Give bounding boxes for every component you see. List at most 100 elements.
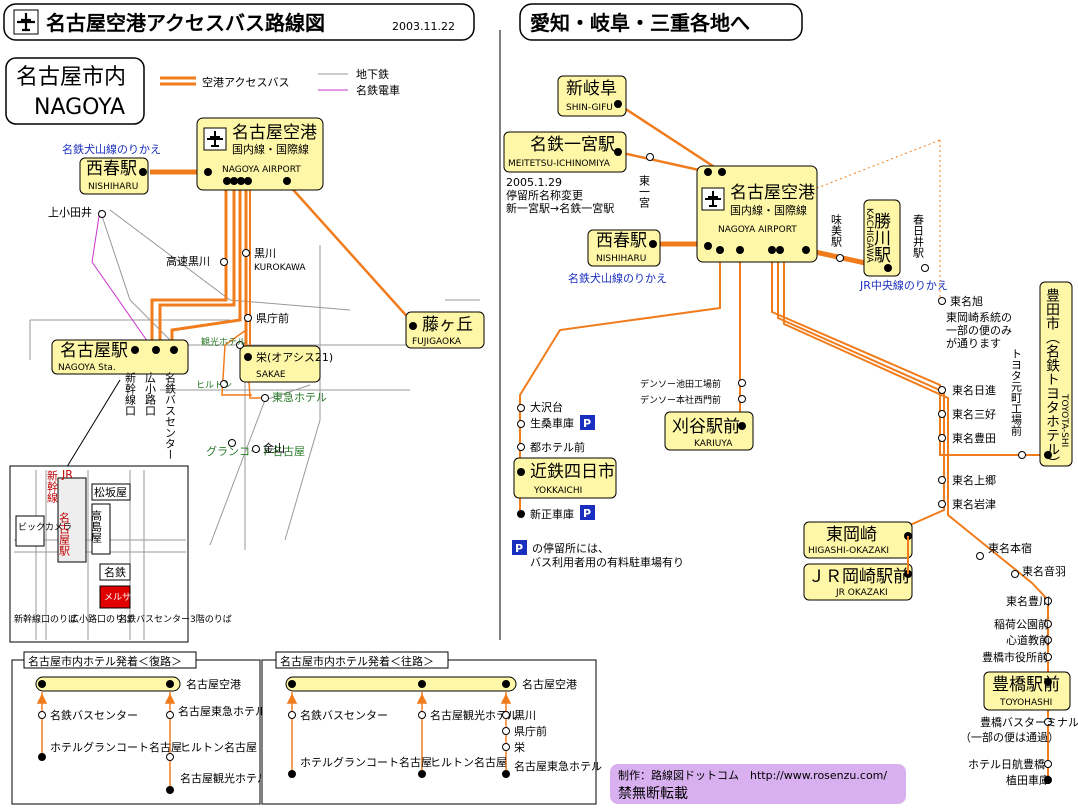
left-shinkansen: 新幹線口 [124,371,137,416]
left-fujigaoka-jp: 藤ヶ丘 [422,315,473,335]
inset-label3: 名鉄バスセンター3階のりば [118,613,232,625]
right-airport-sub: 国内線・国際線 [730,203,807,217]
right-jrokazaki-box[interactable] [803,563,913,601]
legend-bus: 空港アクセスバス [202,75,289,89]
right-toyohashi-jp: 豊橋駅前 [992,675,1060,695]
left-fujigaoka-en: FUJIGAOKA [412,337,462,347]
meitetsu-line [91,209,151,346]
right-kariya-en: KARIUYA [694,439,733,449]
right-yokkaichi-jp: 近鉄四日市 [530,462,615,482]
inset-melsa: メルサ [104,592,131,603]
right-shinmei: 心道教前 [1006,633,1050,647]
right-inari: 稲荷公園前 [994,617,1049,631]
right-higashiokazaki-jp: 東岡崎 [826,525,877,545]
dotted-route-2 [811,139,941,191]
right-rename-0: 2005.1.29 [506,176,562,189]
right-higashiokazaki-box[interactable] [803,521,913,559]
left-sakae-jp: 栄(オアシス21) [256,350,333,364]
left-nagoya-en: NAGOYA Sta. [58,363,116,373]
right-kachigawa-jp: 勝川駅 [870,212,891,263]
left-kenchomae: 県庁前 [256,311,289,325]
right-okazaki-note-1: 一部の便のみ [946,323,1012,337]
right-denso-ikeda: デンソー池田工場前 [640,378,721,390]
outbound-airport-bar [285,676,517,692]
right-tomei-honjuku: 東名本宿 [988,541,1032,555]
right-title-box [519,3,803,41]
right-toyota-box[interactable] [1039,281,1073,467]
right-jr-chuo: JR中央線のりかえ [859,278,948,292]
right-kachigawa-box[interactable] [863,199,901,277]
right-osawadai: 大沢台 [530,400,563,414]
right-kachigawa-en: KACHIGAWA [864,208,874,263]
left-tokyu: 東急ホテル [272,390,327,404]
right-toyohashi-bt-note: （一部の便は通過） [960,730,1059,744]
right-tomei-miyoshi: 東名三好 [952,407,996,421]
map-title: 名古屋空港アクセスバス路線図 [46,11,325,35]
outbound-grand: ホテルグランコート名古屋 [300,755,432,769]
right-shingifu-box[interactable] [557,75,627,117]
right-tomei-toyokawa: 東名豊川 [1006,594,1050,608]
inset-jr: JR [61,468,73,481]
left-nishiharu-note: 名鉄犬山線のりかえ [62,142,161,156]
right-nishiharu-en: NISHIHARU [596,254,646,264]
outbound-airport: 名古屋空港 [522,677,577,691]
right-kariya-box[interactable] [664,411,754,451]
left-hilton: ヒルトン [196,380,232,391]
right-nishiharu-box[interactable] [587,229,661,267]
left-airport-box[interactable] [196,117,324,191]
city-label-jp: 名古屋市内 [16,65,126,90]
right-kariya-jp: 刈谷駅前 [672,417,740,437]
credit-notice: 禁無断転載 [618,786,688,802]
right-yokkaichi-box[interactable] [513,457,617,499]
left-nishiharu-en: NISHIHARU [88,182,138,192]
inset-pointer [64,379,121,471]
right-jrokazaki-en: JR OKAZAKI [835,588,888,598]
right-toyohashi-city: 豊橋市役所前 [982,650,1048,664]
right-nishiharu-note: 名鉄犬山線のりかえ [568,271,667,285]
right-airport-en: NAGOYA AIRPORT [718,225,797,235]
city-label-en: NAGOYA [34,95,125,120]
left-nishiharu-box[interactable] [79,157,149,195]
right-ueta: 植田車庫 [1006,773,1050,787]
return-tokyu: 名古屋東急ホテル [178,704,266,718]
right-airport-box[interactable] [696,165,818,263]
inset-nagoya-sta: 名古屋駅 [58,511,71,557]
left-airport-en: NAGOYA AIRPORT [222,165,301,175]
right-ikuwa: 生桑車庫 [530,416,574,430]
right-nishiharu-jp: 西春駅 [596,231,647,251]
outbound-hilton: ヒルトン名古屋 [430,755,507,769]
right-toyota-jp: 豊田市（名鉄トヨタホテル） [1044,288,1060,470]
right-title: 愛知・岐阜・三重各地へ [530,11,750,35]
right-toyohashi-en: TOYOHASHI [999,698,1052,708]
left-sakae-box[interactable] [239,345,321,383]
right-nikko: ホテル日航豊橋 [968,757,1045,771]
left-fujigaoka-box[interactable] [405,311,485,349]
outbound-sakae: 栄 [514,740,525,754]
left-meitetsu-bc: 名鉄バスセンター [164,371,177,460]
left-kamiotai: 上小田井 [48,205,92,219]
svg-text:P: P [583,507,591,520]
left-airport-stops [204,168,291,185]
credit-box [610,764,906,804]
left-airport-jp: 名古屋空港 [232,123,317,143]
right-ichinomiya-box[interactable] [503,131,627,173]
parking-note-1: バス利用者用の有料駐車場有り [530,555,684,569]
inset-matsuzakaya: 松坂屋 [94,485,127,499]
right-denso-honsha: デンソー本社西門前 [640,394,721,406]
svg-text:P: P [515,542,523,555]
airplane-icon [13,9,39,35]
return-airport-bar [35,676,181,692]
right-tomei-toyota: 東名豊田 [952,431,996,445]
right-ichinomiya-en: MEITETSU-ICHINOMIYA [508,159,611,169]
return-grand: ホテルグランコート名古屋 [50,740,182,754]
outbound-title: 名古屋市内ホテル発着＜往路＞ [280,654,434,668]
inset-shinkansen: 新幹線 [46,469,59,503]
right-toyohashi-bt: 豊橋バスターミナル [980,715,1078,729]
right-higashiokazaki-en: HIGASHI-OKAZAKI [808,546,889,556]
airplane-icon [701,187,725,211]
right-okazaki-note-0: 東岡崎系統の [946,310,1012,324]
inset-bic: ビックカメラ [18,522,72,533]
right-tomei-nisshin: 東名日進 [952,383,996,397]
left-sakae-en: SAKAE [256,370,286,380]
right-shingifu-jp: 新岐阜 [566,79,617,99]
